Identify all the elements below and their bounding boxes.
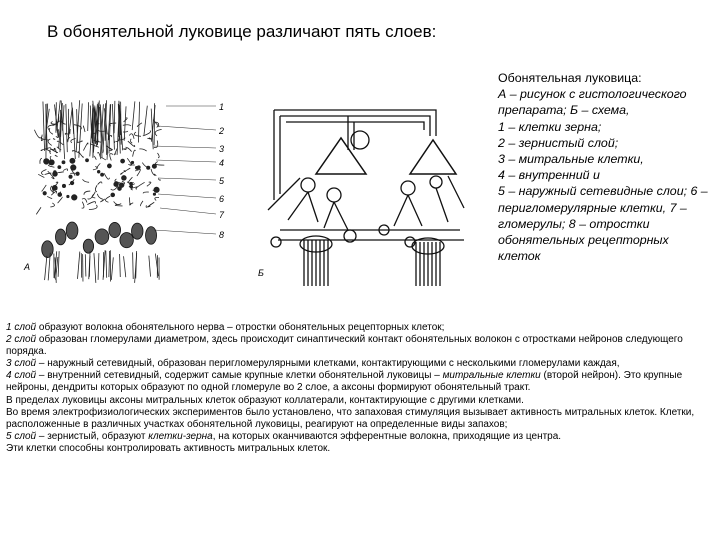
closing-paragraph: Эти клетки способны контролировать актив…	[6, 442, 331, 454]
figure-number-1: 1	[219, 102, 224, 112]
histology-drawing	[34, 100, 165, 283]
collaterals-paragraph: В пределах луковицы аксоны митральных кл…	[6, 394, 524, 406]
layer-5-lead: 5 слой	[6, 430, 37, 442]
mitral-cell-center	[326, 187, 342, 203]
layer-4-paragraph: 4 слой – внутренний сетевидный, содержит…	[6, 370, 714, 394]
caption-line-1: А – рисунок с гистологического препарата…	[498, 87, 687, 118]
neuron-schematic	[267, 109, 465, 286]
experiments-paragraph: Во время электрофизиологических эксперим…	[6, 406, 695, 430]
glomerulus-right	[411, 237, 445, 286]
layers-description: 1 слой образуют волокна обонятельного не…	[6, 322, 714, 455]
figure-number-8: 8	[219, 230, 224, 240]
caption-line-2: 1 – клетки зерна;	[498, 119, 602, 134]
figure-number-4: 4	[219, 158, 224, 168]
glomerulus-left	[299, 235, 333, 286]
slide-title: В обонятельной луковице различают пять с…	[47, 22, 437, 41]
figure-caption: Обонятельная луковица: А – рисунок с гис…	[498, 70, 710, 264]
mitral-cell-far-right	[429, 175, 443, 189]
layer-4-lead: 4 слой	[6, 370, 37, 382]
layer-5-paragraph: 5 слой – зернистый, образуют клетки-зерн…	[6, 431, 714, 443]
leader-lines	[153, 105, 217, 235]
layer-4-emphasis: митральные клетки	[442, 370, 541, 382]
layer-5-emphasis: клетки-зерна	[148, 430, 213, 442]
figure-number-7: 7	[219, 210, 225, 220]
figure-number-5: 5	[219, 176, 225, 186]
caption-line-5: 4 – внутренний и	[498, 168, 600, 183]
layer-1-text: образуют волокна обонятельного нерва – о…	[36, 322, 445, 333]
layer-1-paragraph: 1 слой образуют волокна обонятельного не…	[6, 322, 714, 334]
layer-2-text: образован гломерулами диаметром, здесь п…	[6, 334, 683, 358]
caption-line-6: 5 – наружный сетевидные слои; 6 – перигл…	[498, 184, 708, 264]
layer-1-lead: 1 слой	[6, 322, 37, 333]
layer-4-text-a: – внутренний сетевидный, содержит самые …	[36, 370, 443, 382]
caption-line-3: 2 – зернистый слой;	[498, 135, 619, 150]
granule-cell-upper	[350, 130, 370, 150]
caption-heading: Обонятельная луковица:	[498, 71, 642, 85]
layer-3-lead: 3 слой	[6, 358, 37, 370]
layer-2-lead: 2 слой	[6, 334, 37, 346]
caption-line-4: 3 – митральные клетки,	[498, 152, 644, 167]
layer-5-text-b: , на которых оканчиваются эфферентные во…	[212, 430, 562, 442]
figure-label-b: Б	[258, 268, 264, 278]
figure-number-2: 2	[218, 126, 224, 136]
layer-4-text-b: (второй нейрон). Это крупные нейроны, де…	[6, 370, 683, 394]
mitral-cell-right	[400, 180, 416, 196]
layer-5-text-a: – зернистый, образуют	[36, 430, 149, 442]
figure-number-6: 6	[219, 194, 224, 204]
periglomerular-cell	[270, 236, 282, 248]
mitral-cell-left	[300, 177, 316, 193]
olfactory-bulb-figure: 1 2 3 4 5 6 7 8 А Б	[23, 100, 465, 286]
layer-3-paragraph: 3 слой – наружный сетевидный, образован …	[6, 358, 714, 370]
layer-3-text: – наружный сетевидный, образован перигло…	[36, 358, 620, 370]
layer-number-labels: 1 2 3 4 5 6 7 8	[218, 102, 225, 240]
layer-2-paragraph: 2 слой образован гломерулами диаметром, …	[6, 334, 714, 358]
figure-number-3: 3	[219, 144, 224, 154]
figure-label-a: А	[23, 262, 30, 272]
